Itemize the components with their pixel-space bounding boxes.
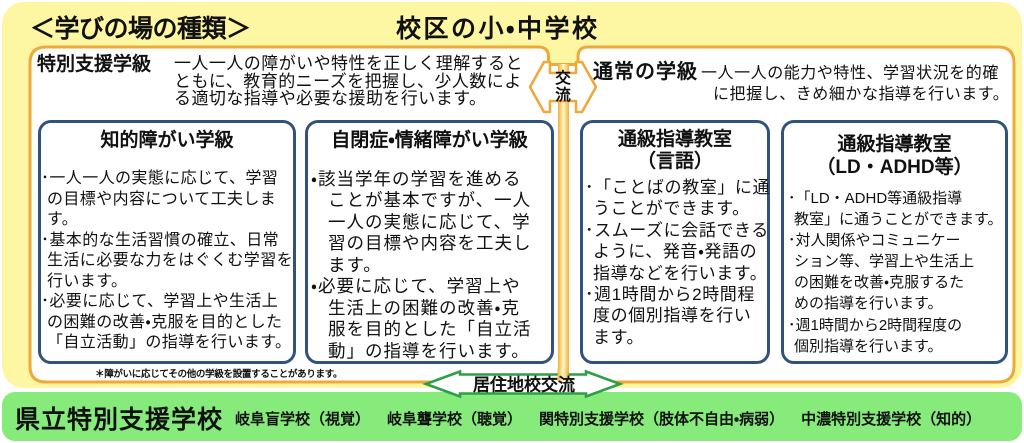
bullet-line: 「自立活動」の指導を行います。 — [47, 334, 292, 351]
bullet-line: ･基本的な生活習慣の確立、日常 — [41, 231, 280, 249]
special-support-class-description: 一人一人の障がいや特性を正しく理解するとともに、教育的ニーズを把握し、少人数によ… — [174, 55, 523, 108]
bullet-line: 習の目標や内容を工夫し — [328, 233, 532, 253]
footnote: ＊障がいに応じてその他の学級を設置することがあります。 — [95, 369, 343, 380]
bullet-line: ･対人関係やコミュニケー — [788, 232, 961, 250]
bullet-line: 動」の指導を行います。 — [328, 340, 530, 361]
class-box-body: ･一人一人の実態に応じて、学習の目標や内容について工夫します。 ･基本的な生活習慣… — [41, 169, 293, 354]
bullet-line: の困難を改善・克服するた — [794, 274, 965, 292]
bullet-line: 度の個別指導を行い — [593, 306, 752, 326]
bullet-line: ・必要に応じて、学習上や — [311, 276, 521, 296]
bullet-line: ます。 — [593, 327, 645, 347]
bullet-line: ･必要に応じて、学習上や生活上 — [41, 293, 279, 310]
prefectural-school-banner: 県立特別支援学校 岐阜盲学校（視覚） 岐阜聾学校（聴覚） 関特別支援学校（肢体不自由… — [2, 392, 1022, 441]
autism-emotional-disability-class-box: 自閉症・情緒障がい学級 ・該当学年の学習を進めることが基本ですが、一人一人の実態… — [305, 120, 554, 364]
bullet-line: 行います。 — [47, 272, 128, 290]
bullet-line: ・該当学年の学習を進める — [311, 168, 522, 189]
regular-class-heading: 通常の学級 — [593, 61, 698, 83]
regular-class-description: 一人一人の能力や特性、学習状況を的確に把握し、きめ細かな指導を行います。 — [701, 63, 1009, 105]
resource-room-language-box: 通級指導教室 （言語） ･「ことばの教室」に通うことができます。･スムーズに会話… — [580, 120, 770, 364]
bullet-line: 生活に必要な力をはぐくむ学習を — [47, 252, 294, 269]
class-box-body: ･「ことばの教室」に通うことができます。･スムーズに会話できるように、発音・発語… — [585, 177, 770, 348]
class-box-body: ・該当学年の学習を進めることが基本ですが、一人一人の実態に応じて、学習の目標や内… — [311, 169, 532, 363]
text-line: 一人一人の能力や特性、学習状況を的確 — [701, 65, 999, 82]
bullet-line: ･スムーズに会話できる — [585, 220, 769, 240]
bullet-line: うことができます。 — [593, 199, 750, 219]
bullet-line: ように、発音・発語の — [593, 242, 758, 262]
bullet-line: ･一人一人の実態に応じて、学習 — [41, 170, 279, 187]
text-line: る適切な指導や必要な援助を行います。 — [174, 89, 487, 108]
exchange-connector-shaft — [557, 64, 569, 381]
class-box-title: 知的障がい学級 — [100, 130, 234, 151]
bullet-line: 一人の実態に応じて、学 — [328, 211, 531, 232]
district-schools-title: 校区の小・中学校 — [396, 15, 600, 43]
bullet-line: の目標や内容について工夫しま — [47, 190, 277, 208]
class-box-title: 自閉症・情緒障がい学級 — [331, 130, 528, 151]
bullet-line: めの指導を行います。 — [794, 295, 943, 313]
bullet-line: 服を目的とした「自立活 — [328, 319, 532, 339]
prefectural-school-list: 岐阜盲学校（視覚） 岐阜聾学校（聴覚） 関特別支援学校（肢体不自由・病弱） 中濃特別支… — [235, 408, 998, 429]
bullet-line: ます。 — [328, 254, 382, 275]
bullet-line: 教室」に通うことができます。 — [794, 211, 1003, 229]
class-box-body: ･「LD・ADHD等通級指導教室」に通うことができます。 ･対人関係やコミュニケー… — [788, 188, 1003, 357]
text-line: 一人一人の障がいや特性を正しく理解すると — [174, 54, 523, 73]
text-line: ともに、教育的ニーズを把握し、少人数によ — [174, 71, 522, 91]
special-support-class-heading: 特別支援学級 — [37, 54, 152, 75]
bullet-line: 個別指導を行います。 — [794, 337, 943, 355]
prefectural-school-heading: 県立特別支援学校 — [15, 406, 224, 434]
text-line: に把握し、きめ細かな指導を行います。 — [713, 86, 1010, 103]
page-title: ＜学びの場の種類＞ — [30, 15, 251, 43]
school-item: 岐阜盲学校（視覚） — [235, 410, 371, 428]
bullet-line: ことが基本ですが、一人 — [328, 190, 532, 210]
bullet-line: ･「LD・ADHD等通級指導 — [788, 190, 963, 207]
bullet-line: の困難の改善・克服を目的とした — [47, 313, 283, 331]
intellectual-disability-class-box: 知的障がい学級 ･一人一人の実態に応じて、学習の目標や内容について工夫します。･… — [38, 120, 296, 364]
bullet-line: す。 — [47, 211, 79, 228]
bullet-line: ･週1時間から2時間程度の — [788, 316, 963, 334]
bullet-line: 生活上の困難の改善・克 — [328, 297, 520, 318]
class-box-title: 通級指導教室 （LD・ADHD等） — [816, 134, 973, 178]
bullet-line: ･「ことばの教室」に通 — [585, 178, 771, 197]
school-item: 岐阜聾学校（聴覚） — [387, 410, 523, 428]
school-item: 中濃特別支援学校（知的） — [801, 410, 982, 428]
bullet-line: 指導などを行います。 — [593, 263, 768, 283]
school-item: 関特別支援学校（肢体不自由・病弱） — [539, 410, 785, 428]
bullet-line: ション等、学習上や生活上 — [794, 253, 975, 271]
class-box-title: 通級指導教室 （言語） — [617, 129, 732, 172]
bullet-line: ･週1時間から2時間程 — [585, 284, 756, 304]
resource-room-ld-adhd-box: 通級指導教室 （LD・ADHD等） ･「LD・ADHD等通級指導教室」に通うこと… — [781, 120, 1008, 364]
